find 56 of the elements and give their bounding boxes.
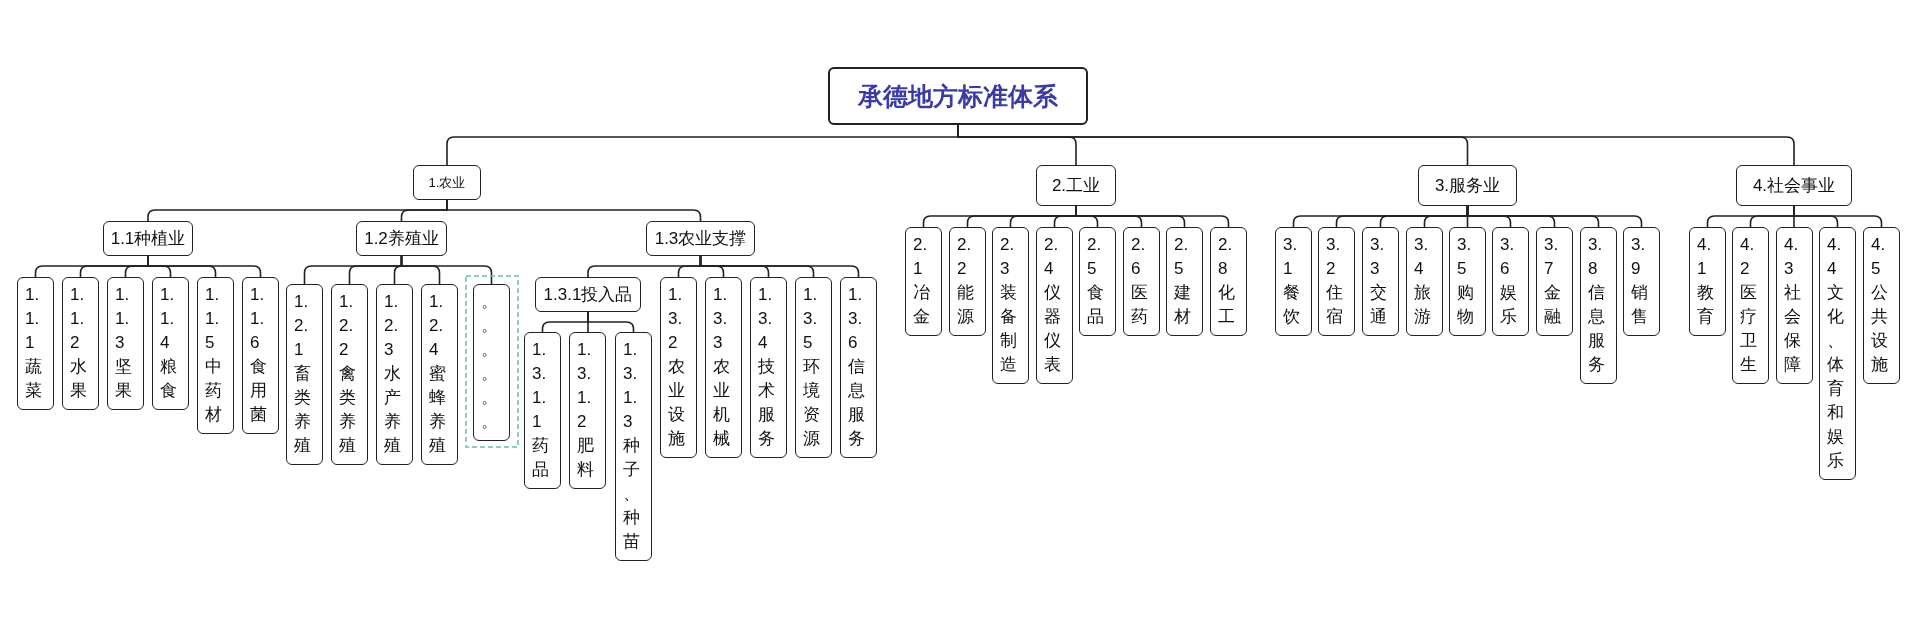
leaf-box: 4.3社会保障 — [1776, 227, 1813, 384]
leaf-box: 1.3.6信息服务 — [840, 277, 877, 458]
leaf-box: 3.5购物 — [1449, 227, 1486, 336]
leaf-box: 3.6娱乐 — [1492, 227, 1529, 336]
leaf-box: 1.2.2禽类养殖 — [331, 284, 368, 465]
leaf-box: 3.8信息服务 — [1580, 227, 1617, 384]
category-box: 1.3.1投入品 — [535, 277, 641, 312]
connector-line — [446, 199, 702, 222]
leaf-box: 3.2住宿 — [1318, 227, 1355, 336]
category-box: 1.1种植业 — [103, 221, 193, 256]
root-box: 承德地方标准体系 — [828, 67, 1088, 125]
leaf-box: 1.1.3坚果 — [107, 277, 144, 410]
leaf-box: 1.2.4蜜蜂养殖 — [421, 284, 458, 465]
leaf-box: 2.1冶金 — [905, 227, 942, 336]
leaf-box: 2.2能源 — [949, 227, 986, 336]
leaf-box: 3.7金融 — [1536, 227, 1573, 336]
leaf-box: 1.1.1蔬菜 — [17, 277, 54, 410]
leaf-box: 1.3.3农业机械 — [705, 277, 742, 458]
connector-line — [1466, 205, 1643, 228]
leaf-box: 1.1.6食用菌 — [242, 277, 279, 434]
category-box: 1.农业 — [413, 165, 481, 200]
leaf-box: 4.4文化、体育和娱乐 — [1819, 227, 1856, 480]
connector-line — [147, 255, 262, 278]
connector-line — [1793, 205, 1883, 228]
leaf-box: 1.3.1.1药品 — [524, 332, 561, 489]
leaf-box: 1.1.5中药材 — [197, 277, 234, 434]
leaf-box: 4.1教育 — [1689, 227, 1726, 336]
connector-line — [1075, 205, 1230, 228]
leaf-box: 1.3.5环境资源 — [795, 277, 832, 458]
category-box: 2.工业 — [1036, 165, 1116, 206]
leaf-box: 1.3.2农业设施 — [660, 277, 697, 458]
leaf-box: 2.8化工 — [1210, 227, 1247, 336]
category-box: 1.2养殖业 — [356, 221, 447, 256]
leaf-box: 3.4旅游 — [1406, 227, 1443, 336]
leaf-box: 1.2.1畜类养殖 — [286, 284, 323, 465]
category-box: 1.3农业支撑 — [646, 221, 755, 256]
leaf-box: 1.1.4粮食 — [152, 277, 189, 410]
leaf-box: 。。。。。。 — [473, 284, 510, 441]
leaf-box: 3.9销售 — [1623, 227, 1660, 336]
leaf-box: 2.6医药 — [1123, 227, 1160, 336]
connector-line — [400, 255, 493, 285]
leaf-box: 2.3装备制造 — [992, 227, 1029, 384]
leaf-box: 4.5公共设施 — [1863, 227, 1900, 384]
category-box: 3.服务业 — [1418, 165, 1517, 206]
leaf-box: 1.3.1.3种子、种苗 — [615, 332, 652, 561]
category-box: 4.社会事业 — [1736, 165, 1852, 206]
leaf-box: 3.1餐饮 — [1275, 227, 1312, 336]
leaf-box: 1.2.3水产养殖 — [376, 284, 413, 465]
leaf-box: 1.1.2水果 — [62, 277, 99, 410]
leaf-box: 1.3.4技术服务 — [750, 277, 787, 458]
leaf-box: 2.5食品 — [1079, 227, 1116, 336]
leaf-box: 3.3交通 — [1362, 227, 1399, 336]
leaf-box: 1.3.1.2肥料 — [569, 332, 606, 489]
leaf-box: 2.4仪器仪表 — [1036, 227, 1073, 384]
leaf-box: 4.2医疗卫生 — [1732, 227, 1769, 384]
leaf-box: 2.5建材 — [1166, 227, 1203, 336]
